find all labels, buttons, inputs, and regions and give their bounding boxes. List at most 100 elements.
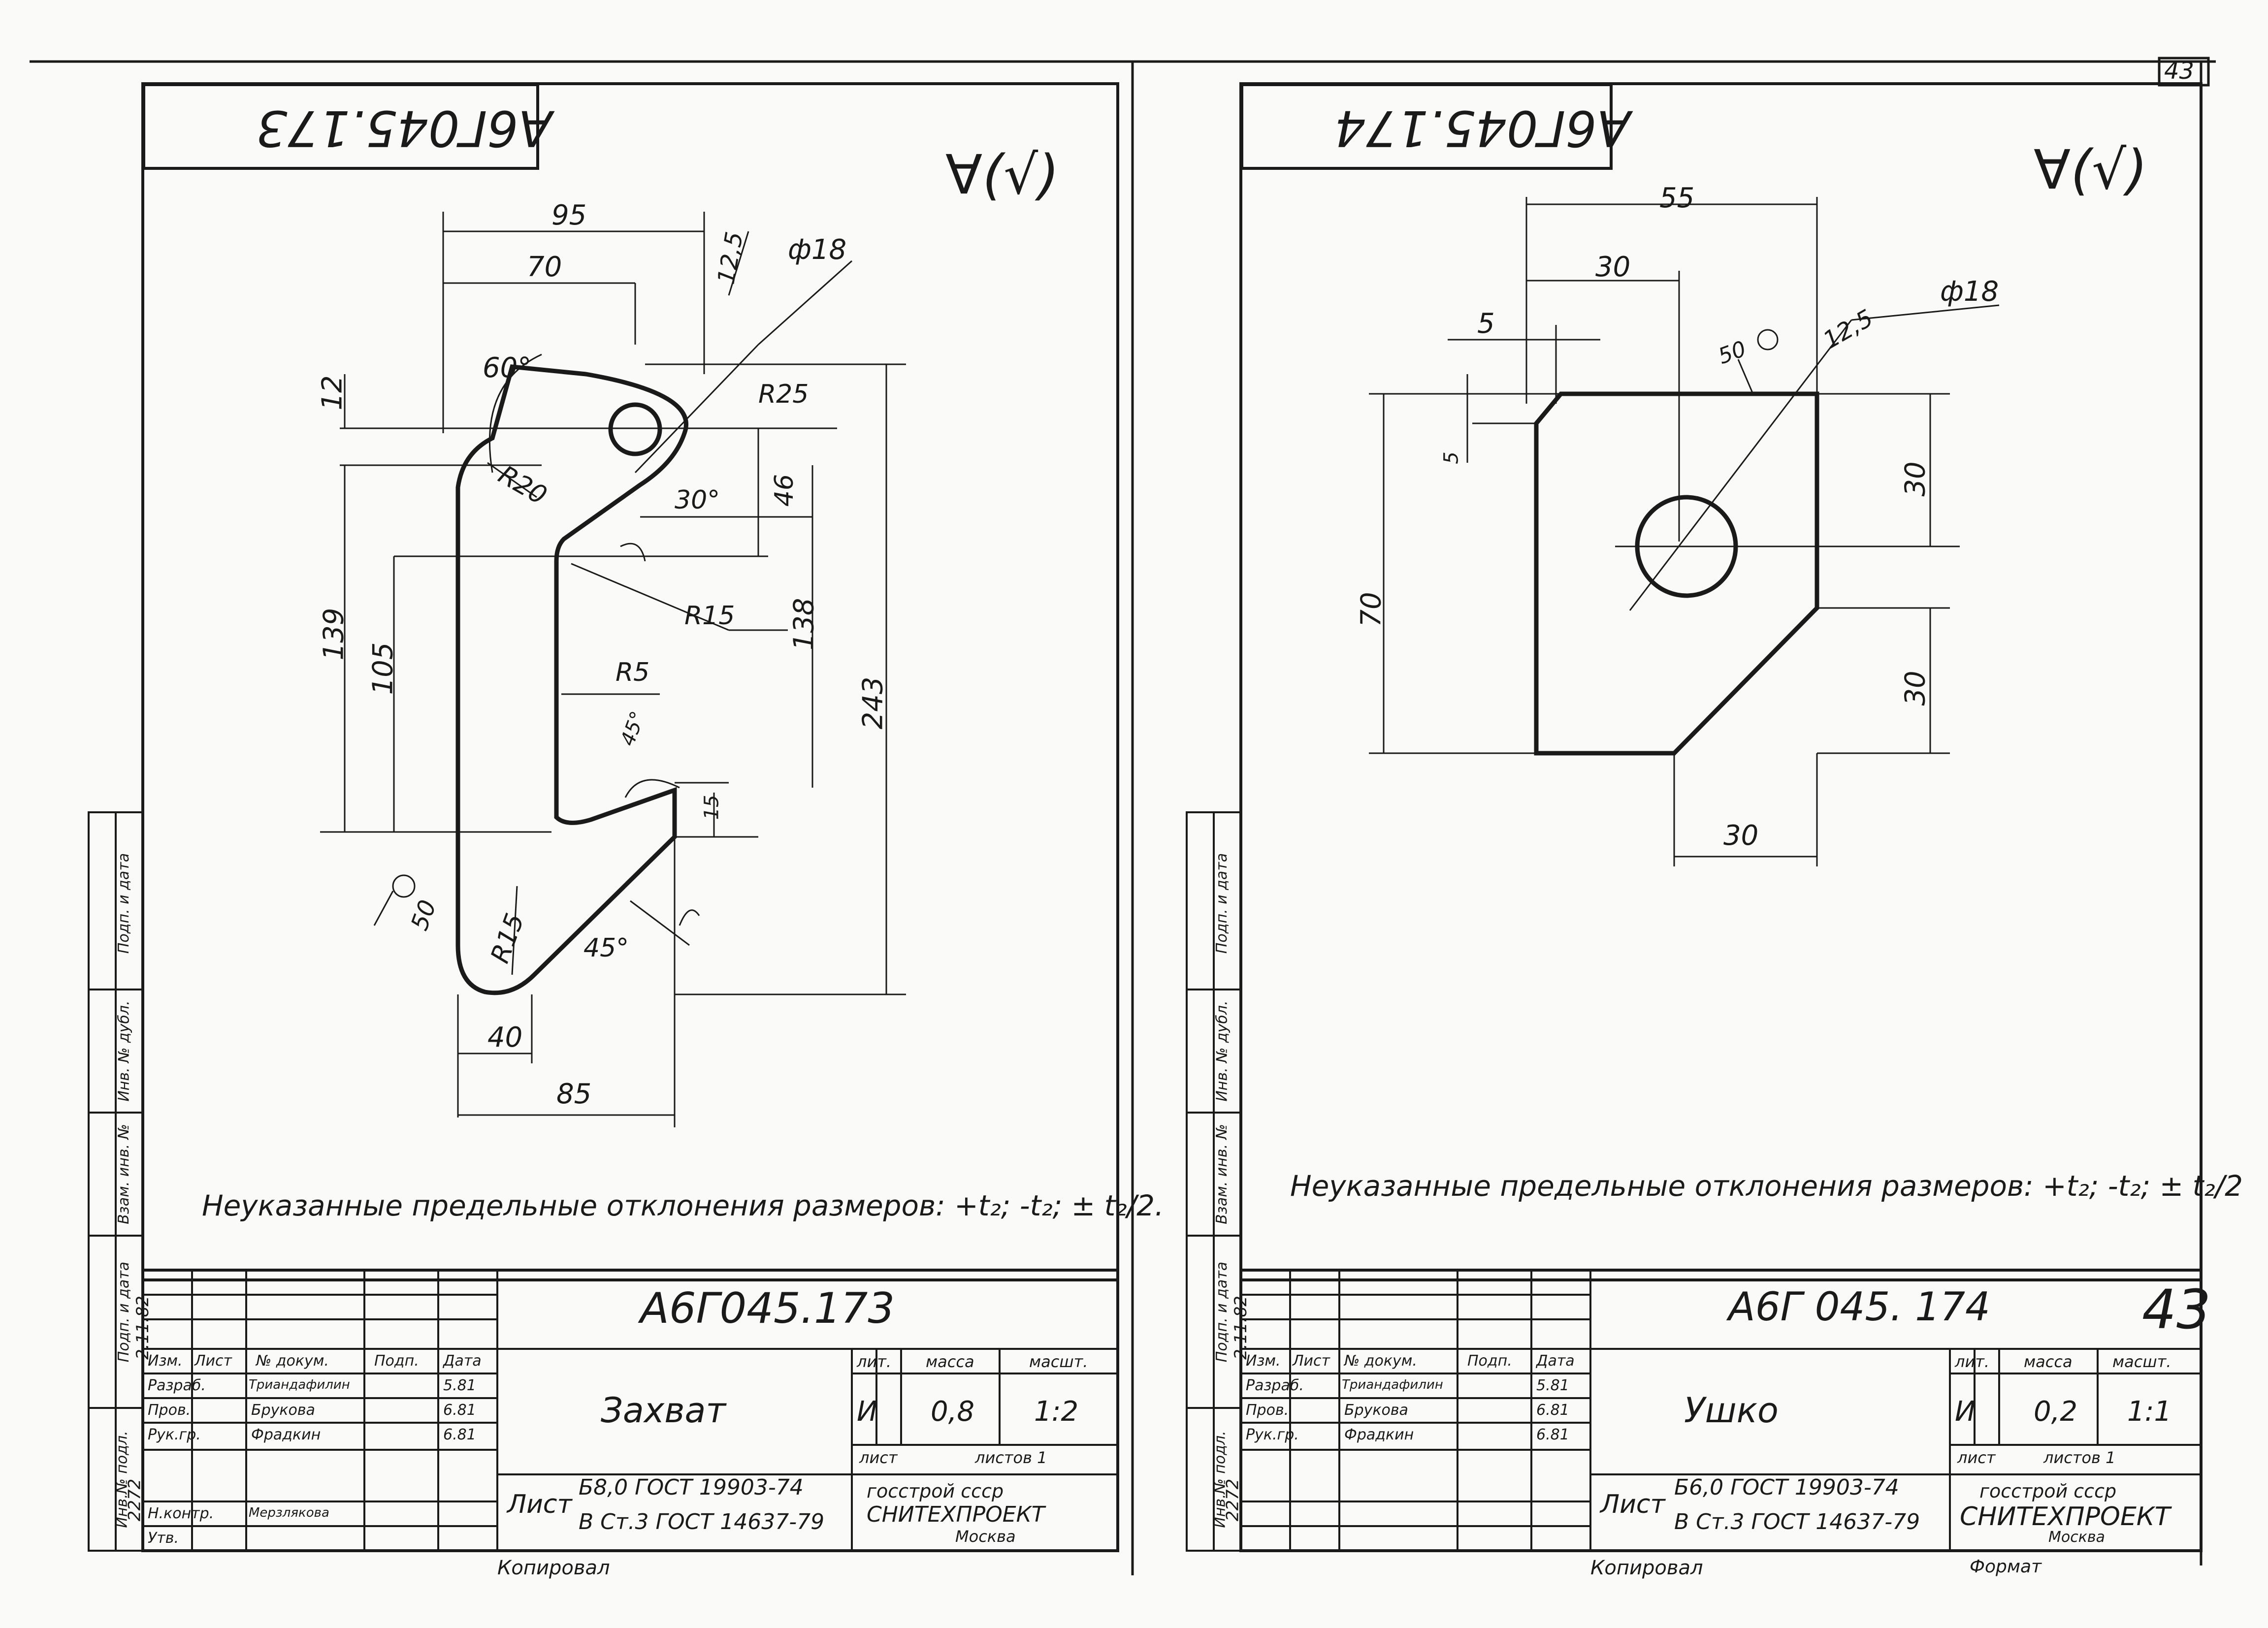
left-tb-row-2-c3: 6.81	[443, 1402, 476, 1419]
left-tb-row-3-c1: Фрадкин	[251, 1426, 321, 1443]
left-dim-105: 105	[367, 642, 399, 695]
left-dim-139: 139	[318, 607, 350, 661]
right-tb-copied: Копировал	[1590, 1557, 1703, 1579]
left-tb-mass-value: 0,8	[931, 1396, 975, 1428]
right-tb-lit-label: лит.	[1955, 1352, 1990, 1371]
left-dim-12: 12	[316, 375, 349, 411]
right-tb-material-label: Лист	[1600, 1490, 1665, 1519]
left-tb-name: Захват	[601, 1390, 726, 1431]
right-tb-org-1: госстрой ссср	[1979, 1480, 2117, 1502]
left-tb-material-label: Лист	[507, 1490, 572, 1519]
right-tb-row-2-c3: 6.81	[1536, 1402, 1569, 1419]
right-tb-mass-value: 0,2	[2034, 1396, 2078, 1428]
left-tb-lit-label: лит.	[857, 1352, 892, 1371]
right-side-label-5: Подп. и дата	[1213, 853, 1231, 954]
right-side-label-3: Взам. инв. №	[1213, 1124, 1231, 1224]
left-tb-row-1-c3: 5.81	[443, 1377, 476, 1394]
right-tb-org-3: Москва	[2048, 1529, 2105, 1546]
right-tb-scale-value: 1:1	[2127, 1396, 2172, 1428]
right-dim-55: 55	[1659, 182, 1695, 214]
right-tb-row-2-c0: Пров.	[1246, 1402, 1289, 1419]
left-dim-r25: R25	[758, 380, 809, 409]
left-dim-angle-60: 60°	[483, 352, 532, 384]
right-tb-org-2: СНИТЕХПРОЕКТ	[1960, 1502, 2171, 1532]
right-tb-row-2-c1: Брукова	[1344, 1402, 1408, 1419]
left-tb-mass-label: масса	[926, 1352, 974, 1371]
right-tb-material-1: Б6,0 ГОСТ 19903-74	[1674, 1475, 1899, 1500]
left-tb-row-2-c0: Пров.	[148, 1402, 191, 1419]
left-tb-row-5-c0: Утв.	[148, 1530, 179, 1547]
left-tolerance-note: Неуказанные предельные отклонения размер…	[202, 1189, 1164, 1222]
left-code-stamp-text: А6Г045.173	[256, 99, 552, 157]
right-tb-row-0-c1: Лист	[1293, 1352, 1330, 1370]
left-dim-angle-45: 45°	[583, 933, 629, 963]
left-dim-r15: R15	[684, 601, 735, 631]
left-tb-row-3-c0: Рук.гр.	[148, 1426, 201, 1443]
left-dim-70: 70	[527, 251, 562, 283]
right-tb-row-0-c3: Подп.	[1467, 1352, 1512, 1370]
right-tolerance-note: Неуказанные предельные отклонения размер…	[1290, 1169, 2243, 1203]
left-side-label-2: Подп. и дата	[115, 1261, 133, 1363]
right-tb-row-3-c0: Рук.гр.	[1246, 1426, 1299, 1443]
right-tb-lit-value: И	[1955, 1396, 1976, 1428]
sheet-frames	[30, 57, 2216, 1575]
left-tb-org-3: Москва	[955, 1527, 1016, 1546]
left-tb-row-1-c0: Разраб.	[148, 1377, 206, 1394]
left-part-outline	[455, 364, 688, 995]
left-tb-lit-value: И	[857, 1396, 877, 1428]
left-side-inv: 2272	[125, 1478, 145, 1522]
left-side-label-3: Взам. инв. №	[115, 1124, 132, 1224]
right-tb-row-0-c4: Дата	[1536, 1352, 1575, 1370]
left-tb-sheet-label: лист	[859, 1448, 898, 1467]
right-title-block-grid	[1241, 1270, 2201, 1551]
right-side-inv: 2272	[1223, 1478, 1243, 1522]
right-tb-row-0-c2: № докум.	[1344, 1352, 1417, 1370]
right-tb-row-3-c1: Фрадкин	[1344, 1426, 1414, 1443]
left-tb-row-2-c1: Брукова	[251, 1402, 315, 1419]
left-tb-material-1: Б8,0 ГОСТ 19903-74	[579, 1475, 804, 1500]
left-side-label-5: Подп. и дата	[115, 853, 133, 954]
right-dim-30-bottom: 30	[1723, 820, 1759, 852]
left-dim-angle-30: 30°	[675, 485, 720, 515]
right-side-label-2: Подп. и дата	[1213, 1261, 1231, 1363]
right-dim-30-right-lower: 30	[1899, 670, 1932, 706]
left-tb-code: А6Г045.173	[640, 1284, 895, 1333]
right-side-sig-date: 2.11.82	[1231, 1296, 1251, 1360]
left-tb-row-0-c4: Дата	[443, 1352, 482, 1370]
left-roughness-symbol: ∀(√)	[945, 143, 1060, 206]
right-dim-70: 70	[1355, 592, 1388, 627]
left-side-label-4: Инв. № дубл.	[115, 1000, 133, 1102]
right-code-stamp-text: А6Г045.174	[1334, 99, 1631, 157]
left-code-stamp	[142, 83, 539, 170]
left-tb-copied: Копировал	[497, 1557, 610, 1579]
right-code-stamp	[1240, 83, 1613, 170]
left-dim-r5: R5	[616, 658, 650, 687]
left-tb-row-0-c1: Лист	[194, 1352, 232, 1370]
right-tb-sheet-label: лист	[1957, 1448, 1996, 1467]
right-tb-format: Формат	[1970, 1557, 2042, 1577]
page-number: 43	[2164, 57, 2195, 85]
left-dim-138: 138	[788, 598, 820, 651]
left-tb-scale-value: 1:2	[1034, 1396, 1079, 1428]
right-dim-5-vertical: 5	[1440, 451, 1463, 464]
right-dim-5: 5	[1477, 308, 1495, 340]
right-tb-code: А6Г 045. 174	[1728, 1284, 1990, 1330]
right-tb-row-3-c3: 6.81	[1536, 1426, 1569, 1443]
left-tb-row-0-c3: Подп.	[374, 1352, 419, 1370]
right-tb-page-handwritten: 43	[2142, 1278, 2211, 1341]
right-tb-row-1-c3: 5.81	[1536, 1377, 1569, 1394]
left-side-strip	[88, 811, 144, 1552]
left-tb-row-1-c1: Триандафилин	[249, 1377, 350, 1392]
right-dim-30-top: 30	[1595, 251, 1631, 283]
left-tb-row-3-c3: 6.81	[443, 1426, 476, 1443]
left-dim-243: 243	[857, 676, 889, 730]
left-dim-85: 85	[556, 1078, 592, 1110]
left-dim-40: 40	[487, 1021, 523, 1053]
left-tb-row-4-c0: Н.контр.	[148, 1505, 214, 1522]
left-side-sig-date: 2.11.82	[132, 1296, 153, 1360]
right-tb-material-2: В Ст.3 ГОСТ 14637-79	[1674, 1509, 1920, 1534]
left-tb-sheets-label: листов 1	[975, 1448, 1047, 1467]
left-tb-row-4-c1: Мерзлякова	[249, 1505, 329, 1520]
left-tb-row-0-c0: Изм.	[148, 1352, 183, 1370]
